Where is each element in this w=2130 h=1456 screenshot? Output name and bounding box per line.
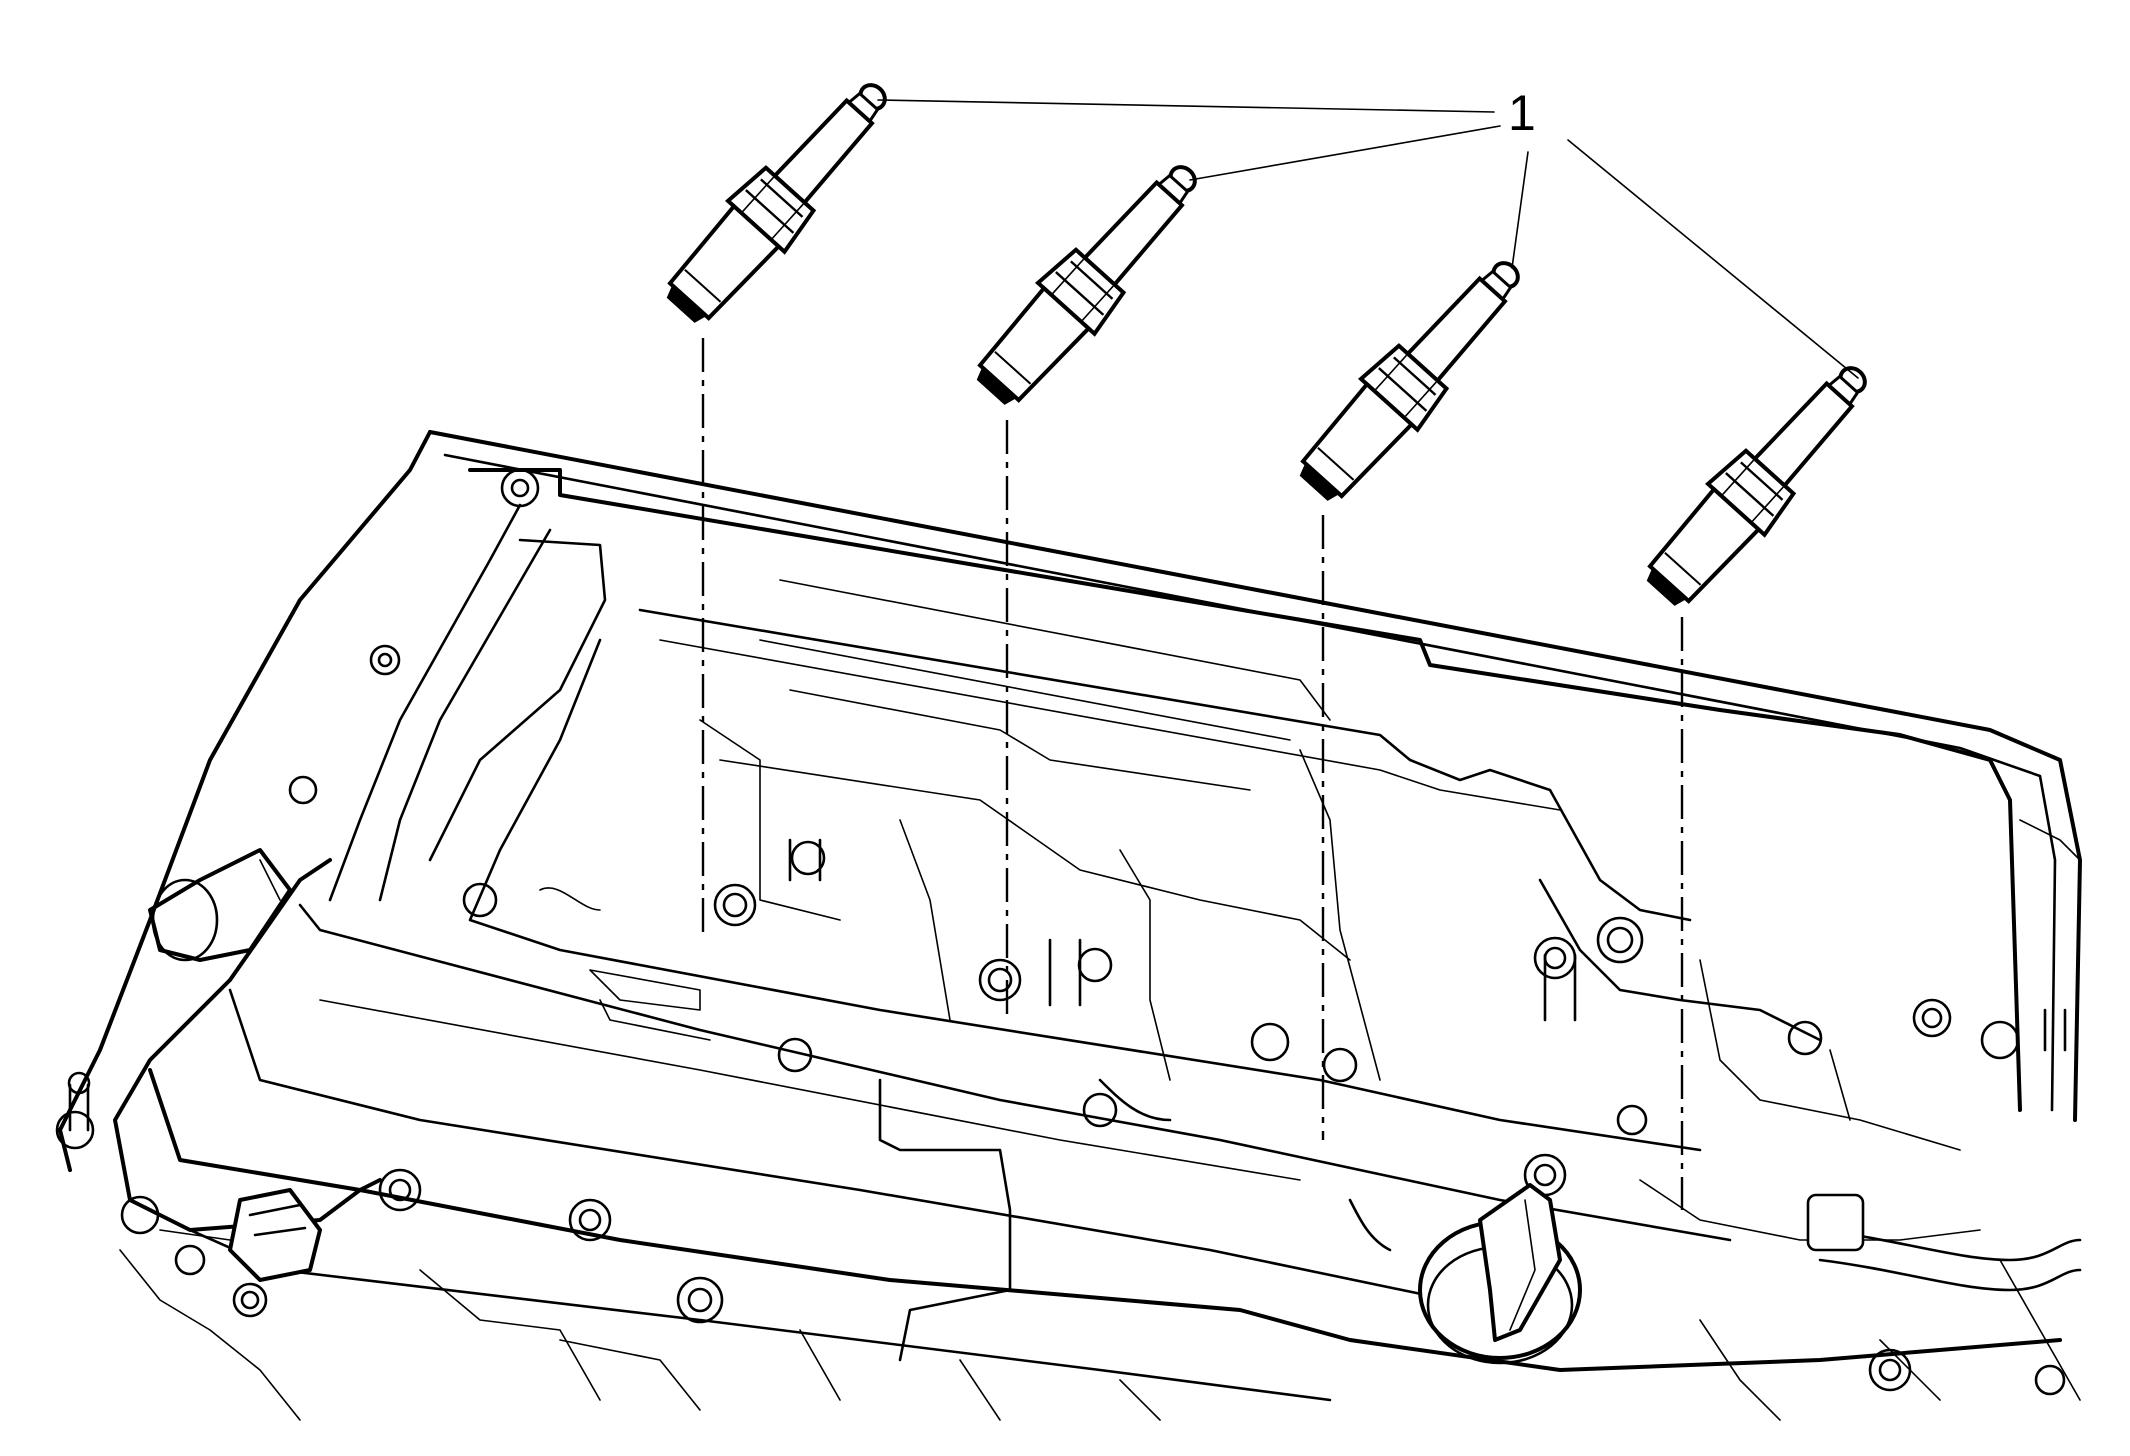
spark-plug-3 xyxy=(1284,239,1544,515)
install-centerlines xyxy=(701,338,1684,1210)
oil-filler-cap xyxy=(1418,1183,1582,1365)
spark-plug-4 xyxy=(1631,344,1891,620)
spark-plug-1 xyxy=(651,61,911,337)
cam-sensor xyxy=(159,1188,322,1282)
spark-plug-2 xyxy=(961,143,1221,419)
cover-bolts xyxy=(55,468,2067,1396)
callout-leaders xyxy=(877,99,1859,379)
camshaft-cover xyxy=(58,430,2082,1421)
callout-label: 1 xyxy=(1508,85,1536,141)
harness xyxy=(539,819,2082,1292)
